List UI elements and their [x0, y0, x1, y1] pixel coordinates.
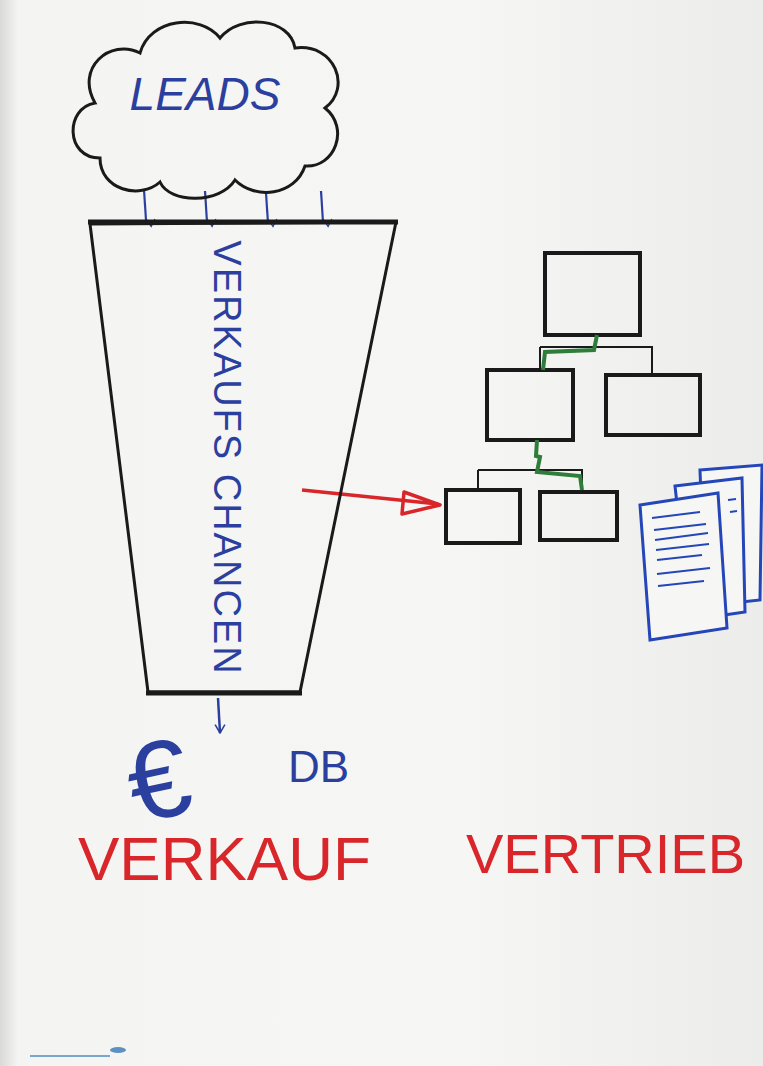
lead-arrow: [266, 191, 268, 222]
paper-logo: [30, 1047, 126, 1056]
section-title: VERKAUF: [78, 828, 371, 890]
cloud-label: LEADS: [130, 67, 281, 121]
lead-arrow: [144, 191, 146, 222]
funnel-label: VERKAUFS CHANCEN: [205, 240, 248, 675]
euro-symbol: €: [117, 720, 200, 840]
green-hierarchy-line: [536, 335, 597, 490]
red-arrowhead: [402, 492, 440, 514]
funnel-shape: VERKAUFS CHANCEN: [88, 222, 398, 694]
lead-arrow: [321, 191, 323, 222]
org-chart: [446, 253, 700, 543]
down-arrow: [218, 698, 220, 733]
section-title: VERTRIEB: [466, 826, 745, 882]
documents-stack: [640, 465, 762, 640]
cloud-shape: LEADS: [60, 8, 350, 205]
db-label: DB: [288, 745, 349, 789]
